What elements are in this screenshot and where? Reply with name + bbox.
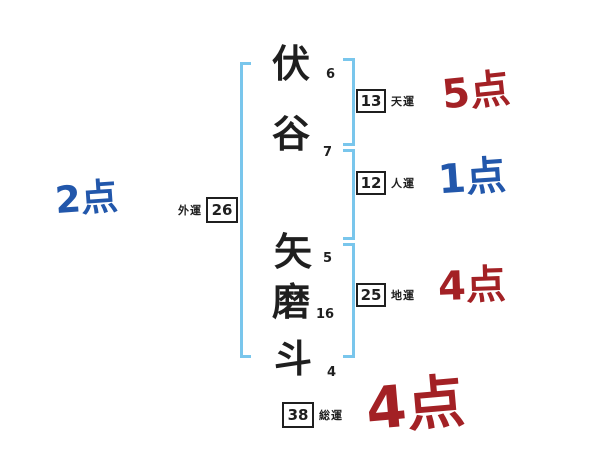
heaven-luck-value: 13: [360, 92, 382, 110]
person-luck-bracket-line: [352, 149, 355, 240]
heaven-luck-box: 13: [356, 89, 386, 113]
earth-luck-score: 4点: [437, 261, 507, 311]
person-luck-box: 12: [356, 171, 386, 195]
earth-luck-box: 25: [356, 283, 386, 307]
stroke-count-3: 5: [323, 251, 333, 266]
person-luck-bracket-tick-top: [343, 149, 354, 152]
name-character-2: 谷: [272, 112, 311, 156]
outer-luck-value: 26: [211, 201, 233, 219]
heaven-luck-bracket-tick-bottom: [343, 143, 354, 146]
earth-luck-label: 地運: [391, 289, 415, 302]
total-luck-label: 総運: [319, 409, 343, 422]
stroke-count-2: 7: [323, 145, 333, 160]
outer-luck-box: 26: [206, 197, 238, 223]
stroke-count-1: 6: [326, 67, 336, 82]
name-character-3: 矢: [274, 230, 313, 274]
heaven-luck-score: 5点: [439, 65, 513, 119]
outer-luck-score: 2点: [53, 174, 120, 223]
person-luck-bracket-tick-bottom: [343, 237, 354, 240]
outer-luck-bracket-line: [240, 62, 243, 358]
person-luck-score: 1点: [436, 152, 508, 204]
stroke-count-4: 16: [316, 307, 335, 322]
total-luck-score: 4点: [363, 366, 468, 444]
heaven-luck-bracket-line: [352, 58, 355, 146]
outer-luck-bracket-tick-bottom: [240, 355, 251, 358]
outer-luck-bracket-tick-top: [240, 62, 251, 65]
name-character-5: 斗: [274, 337, 313, 381]
person-luck-label: 人運: [391, 177, 415, 190]
outer-luck-label: 外運: [178, 204, 202, 217]
heaven-luck-bracket-tick-top: [343, 58, 354, 61]
stroke-count-5: 4: [327, 365, 337, 380]
heaven-luck-label: 天運: [391, 95, 415, 108]
person-luck-value: 12: [360, 174, 382, 192]
earth-luck-bracket-line: [352, 243, 355, 358]
earth-luck-bracket-tick-bottom: [343, 355, 354, 358]
earth-luck-value: 25: [360, 286, 382, 304]
total-luck-box: 38: [282, 402, 314, 428]
name-character-1: 伏: [272, 42, 311, 86]
total-luck-value: 38: [287, 406, 309, 424]
earth-luck-bracket-tick-top: [343, 243, 354, 246]
name-character-4: 磨: [272, 280, 311, 324]
